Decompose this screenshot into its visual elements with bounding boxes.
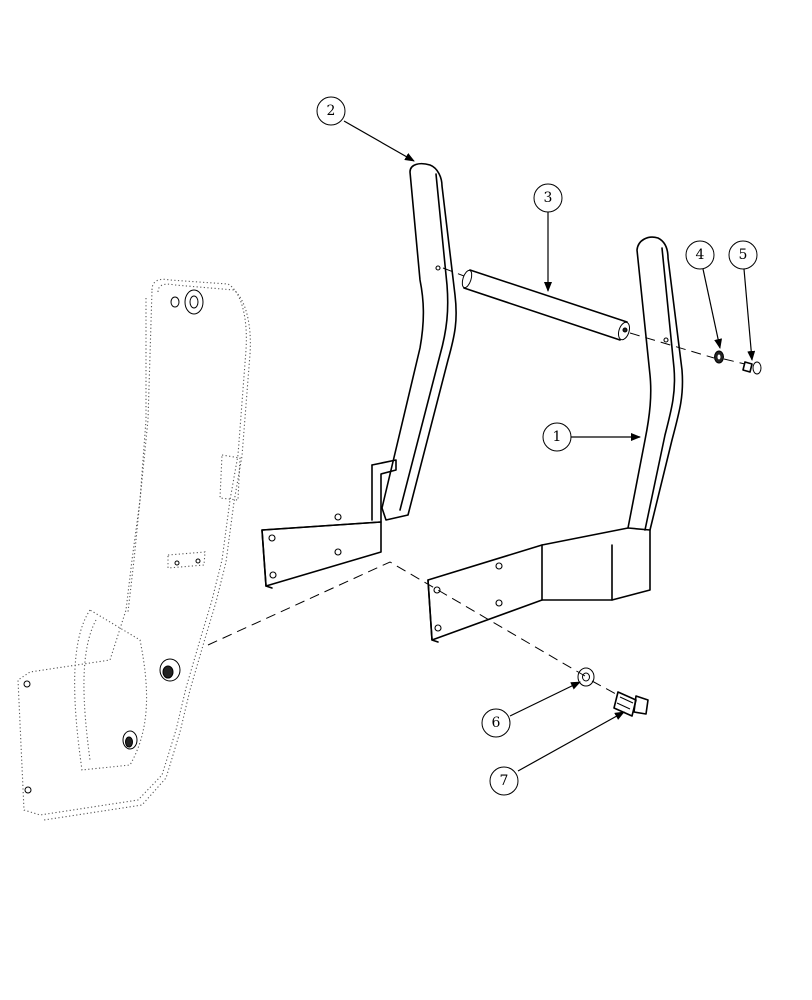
callout-label-7: 7 xyxy=(500,773,509,789)
callout-2: 2 xyxy=(316,96,346,126)
bolt-part-7 xyxy=(613,691,649,717)
screw-part-5 xyxy=(742,361,762,375)
callout-label-2: 2 xyxy=(327,103,336,119)
callout-label-6: 6 xyxy=(492,715,501,731)
leader-arrows xyxy=(343,120,756,772)
callout-7: 7 xyxy=(489,766,519,796)
callout-4: 4 xyxy=(685,240,715,270)
callout-label-3: 3 xyxy=(544,190,553,206)
callout-5: 5 xyxy=(728,240,758,270)
washer-part-4 xyxy=(714,350,724,364)
callout-label-5: 5 xyxy=(739,247,748,263)
callout-3: 3 xyxy=(533,183,563,213)
callout-6: 6 xyxy=(481,708,511,738)
bracket-right-part-1 xyxy=(427,236,684,643)
callout-1: 1 xyxy=(542,422,572,452)
callout-label-4: 4 xyxy=(696,247,705,263)
washer-part-6 xyxy=(577,667,595,687)
bracket-left-part-2 xyxy=(261,162,457,589)
assembly-center-lines xyxy=(207,267,746,695)
callout-label-1: 1 xyxy=(553,429,562,445)
rod-part-3 xyxy=(461,269,631,341)
ghost-mounting-frame xyxy=(17,278,251,821)
